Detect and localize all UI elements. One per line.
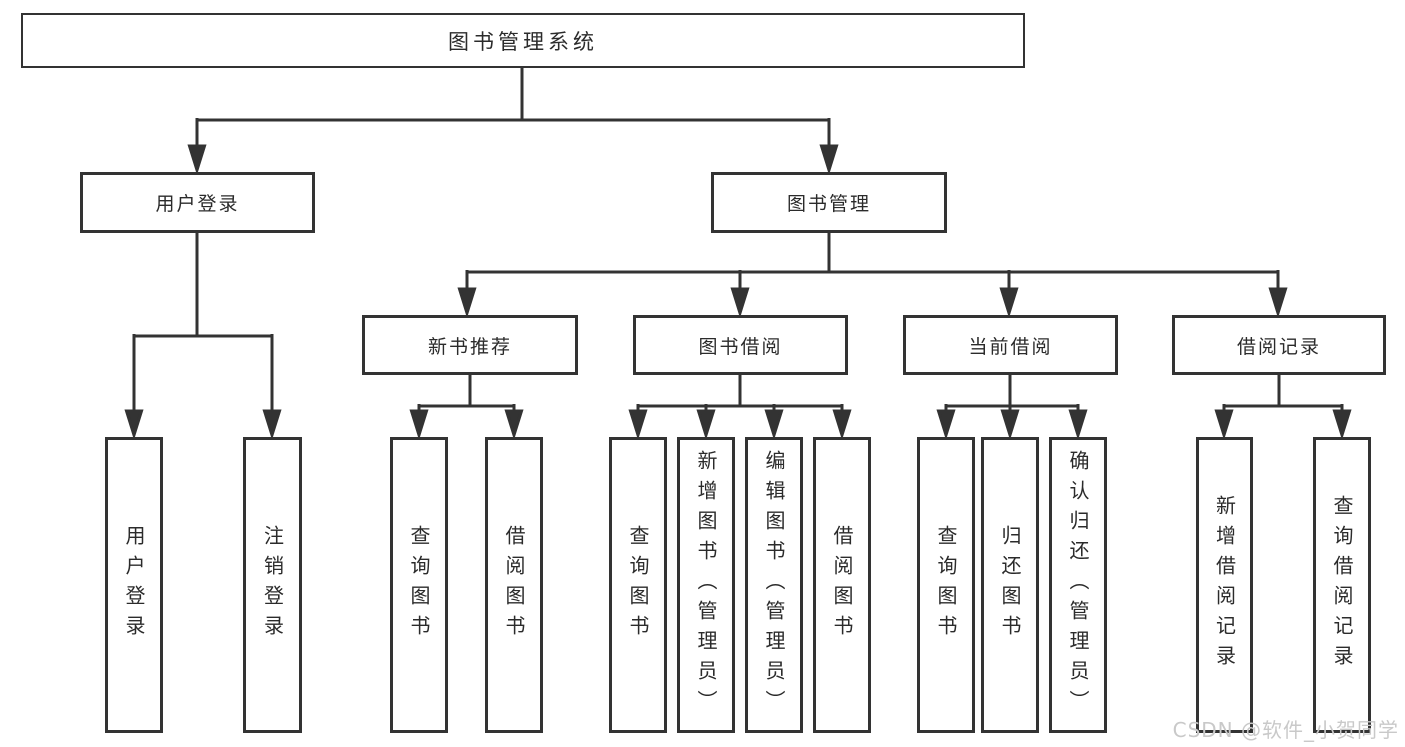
- node-current-borrow: 当前借阅: [903, 315, 1118, 375]
- leaf-borrow-book-label: 借阅图书: [830, 525, 854, 645]
- edge-borrow-record-children: [1214, 375, 1352, 441]
- node-borrow-record: 借阅记录: [1172, 315, 1386, 375]
- leaf-query-book-recommend: 查询图书: [390, 437, 448, 733]
- node-new-book-recommend: 新书推荐: [362, 315, 578, 375]
- node-new-book-recommend-label: 新书推荐: [427, 335, 512, 358]
- leaf-logout-label: 注销登录: [260, 525, 285, 645]
- node-book-borrow: 图书借阅: [633, 315, 848, 375]
- leaf-borrow-book: 借阅图书: [813, 437, 871, 733]
- node-user-login: 用户登录: [80, 172, 315, 233]
- leaf-query-book-borrow: 查询图书: [609, 437, 667, 733]
- leaf-confirm-return-admin: 确认归还（管理员）: [1049, 437, 1107, 733]
- leaf-return-book-label: 归还图书: [998, 525, 1022, 645]
- node-book-management: 图书管理: [711, 172, 947, 233]
- leaf-user-login-label: 用户登录: [122, 525, 146, 645]
- leaf-query-borrow-record-label: 查询借阅记录: [1330, 495, 1354, 675]
- node-root: 图书管理系统: [21, 13, 1025, 68]
- leaf-logout: 注销登录: [243, 437, 302, 733]
- leaf-add-book-admin: 新增图书（管理员）: [677, 437, 735, 733]
- edge-user-login-children: [124, 233, 282, 441]
- leaf-confirm-return-admin-label: 确认归还（管理员）: [1066, 450, 1090, 720]
- csdn-watermark: CSDN @软件_小贺同学: [1172, 718, 1399, 742]
- leaf-borrow-book-recommend-label: 借阅图书: [502, 525, 526, 645]
- leaf-return-book: 归还图书: [981, 437, 1039, 733]
- leaf-query-book-current-label: 查询图书: [934, 525, 958, 645]
- edge-new-book-rec-children: [409, 375, 524, 441]
- leaf-borrow-book-recommend: 借阅图书: [485, 437, 543, 733]
- edge-current-borrow-children: [936, 375, 1088, 441]
- node-root-label: 图书管理系统: [448, 29, 598, 54]
- node-current-borrow-label: 当前借阅: [968, 335, 1053, 358]
- leaf-add-borrow-record: 新增借阅记录: [1196, 437, 1253, 733]
- leaf-add-book-admin-label: 新增图书（管理员）: [694, 450, 718, 720]
- leaf-edit-book-admin: 编辑图书（管理员）: [745, 437, 803, 733]
- leaf-query-book-recommend-label: 查询图书: [407, 525, 431, 645]
- leaf-query-book-current: 查询图书: [917, 437, 975, 733]
- edge-book-mgmt-children: [457, 233, 1288, 319]
- edge-root-to-level2: [187, 68, 839, 176]
- leaf-add-borrow-record-label: 新增借阅记录: [1212, 495, 1237, 675]
- edge-book-borrow-children: [628, 375, 852, 441]
- leaf-user-login: 用户登录: [105, 437, 163, 733]
- node-book-borrow-label: 图书借阅: [698, 335, 783, 358]
- node-user-login-label: 用户登录: [155, 193, 240, 215]
- node-borrow-record-label: 借阅记录: [1236, 335, 1321, 358]
- leaf-query-borrow-record: 查询借阅记录: [1313, 437, 1371, 733]
- node-book-management-label: 图书管理: [786, 193, 871, 215]
- leaf-edit-book-admin-label: 编辑图书（管理员）: [762, 450, 786, 720]
- leaf-query-book-borrow-label: 查询图书: [626, 525, 650, 645]
